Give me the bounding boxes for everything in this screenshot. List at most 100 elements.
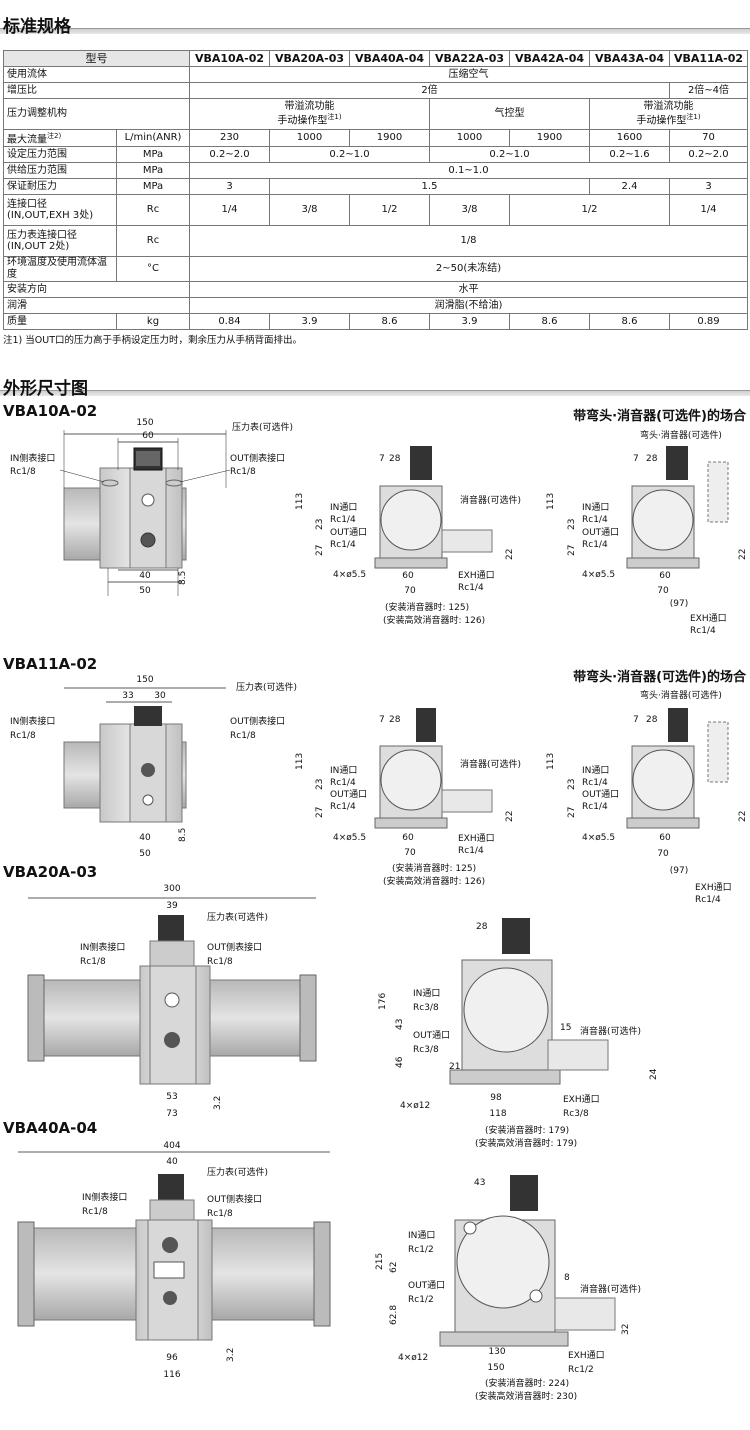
in-gauge-rc: Rc1/8 [10,467,36,477]
with-silencer: (安装消音器时: 125) [385,601,469,613]
v11-side-113: 113 [295,753,305,770]
row-temp: 环境温度及使用流体温度 °C 2~50(未冻结) [3,256,748,283]
out-port: OUT通口 [330,527,367,538]
spec-header-row: 型号 VBA10A-02 VBA20A-03 VBA40A-04 VBA22A-… [3,50,748,67]
with-hi-silencer: (安装高效消音器时: 126) [383,614,485,626]
port-2: 3/8 [269,194,350,227]
out-gauge-label: OUT侧表接口 [230,452,285,464]
v11-dim-150: 150 [136,675,153,685]
unit-temp: °C [116,256,190,283]
vba11-option-view: 7 28 113 23 27 22 60 70 (97) 4×ø5.5 IN通口… [546,689,748,905]
dim-7: 7 [379,454,385,464]
v11-side-22: 22 [505,811,515,822]
v11-side-27: 27 [315,807,325,818]
opt-exh: EXH通口 [690,613,727,624]
v20-out-port: OUT通口 [413,1030,450,1041]
exh-port: EXH通口 [458,570,495,581]
v40-out-gauge: OUT侧表接口 [207,1193,262,1205]
v40-side-32: 32 [621,1324,631,1335]
v11-dim-50: 50 [139,849,151,859]
opt-dim-23: 23 [567,519,577,530]
v40-in-gauge: IN侧表接口 [82,1191,127,1203]
v11-opt-exh-rc: Rc1/4 [695,895,721,905]
section-divider-2 [0,390,750,396]
v20-out-gauge: OUT侧表接口 [207,941,262,953]
maxflow-sup: 注2) [47,132,62,140]
out-rc: Rc1/4 [330,540,356,550]
row-mechanism: 压力调整机构 带溢流功能 手动操作型注1) 气控型 带溢流功能 手动操作型注1) [3,98,748,130]
holes: 4×ø5.5 [333,570,366,580]
v11-dim-8.5: 8.5 [178,828,188,842]
v11-dim-40: 40 [139,833,151,843]
v11-opt-28: 28 [646,715,658,725]
v11-opt-out: OUT通口 [582,789,619,800]
dim-150: 150 [136,418,153,428]
row-mount: 安装方向 水平 [3,281,748,299]
v11-opt-22: 22 [738,811,748,822]
dim-8.5: 8.5 [178,571,188,585]
option-title-2: 带弯头·消音器(可选件)的场合 [573,670,746,685]
v11-opt-in-rc: Rc1/4 [582,778,608,788]
v11-opt-27: 27 [567,807,577,818]
v11-in-gauge: IN侧表接口 [10,715,55,727]
v20-side-15: 15 [560,1023,571,1033]
in-port: IN通口 [330,502,357,513]
v11-opt-70: 70 [657,849,669,859]
header-model: 型号 [3,50,190,67]
dim-27: 27 [315,545,325,556]
v20-in-rc: Rc1/8 [80,957,106,967]
v40-silencer: 消音器(可选件) [580,1283,641,1295]
v20-silencer: 消音器(可选件) [580,1025,641,1037]
v40-in-rc: Rc1/2 [408,1245,434,1255]
v40-out-rc: Rc1/8 [207,1209,233,1219]
row-gaugeport: 压力表连接口径(IN,OUT 2处) Rc 1/8 [3,225,748,258]
mech-text-1: 带溢流功能 手动操作型 [277,101,335,127]
row-fluid: 使用流体 压缩空气 [3,66,748,83]
dim-70: 70 [404,586,416,596]
v20-dim-3.2: 3.2 [213,1096,223,1110]
v20-in-port: IN通口 [413,988,440,999]
value-mechanism-3: 带溢流功能 手动操作型注1) [589,98,748,130]
header-vba11: VBA11A-02 [669,50,748,67]
v11-opt-exh: EXH通口 [695,882,732,893]
v20-side-46: 46 [395,1056,405,1068]
v40-exh-rc: Rc1/2 [568,1365,594,1375]
v11-opt-out-rc: Rc1/4 [582,802,608,812]
gauge-label: 压力表(可选件) [232,421,293,433]
v20-gauge: 压力表(可选件) [207,911,268,923]
opt-holes: 4×ø5.5 [582,570,615,580]
v20-holes: 4×ø12 [400,1101,430,1111]
header-vba40: VBA40A-04 [349,50,430,67]
label-gaugeport: 压力表连接口径(IN,OUT 2处) [3,225,117,258]
v20-side-24: 24 [649,1068,659,1080]
v40-s1: (安装消音器时: 224) [485,1377,569,1389]
label-mechanism: 压力调整机构 [3,98,190,130]
v40-side-130: 130 [488,1347,505,1357]
port-label-1: 连接口径 [7,199,47,211]
opt-dim-28: 28 [646,454,658,464]
value-gaugeport: 1/8 [189,225,748,258]
in-gauge-label: IN侧表接口 [10,452,55,464]
mech-text-3: 带溢流功能 手动操作型 [636,101,694,127]
v11-gauge: 压力表(可选件) [236,681,297,693]
v11-exh: EXH通口 [458,833,495,844]
opt-dim-22: 22 [738,549,748,560]
opt-dim-113: 113 [546,493,556,510]
mass-3: 8.6 [349,313,430,331]
vba10-front-view: 150 60 40 50 8.5 IN侧表接口 Rc1/8 压力表(可选件) O… [10,418,293,596]
header-vba22: VBA22A-03 [429,50,510,67]
spec-note: 注1) 当OUT口的压力高于手柄设定压力时，剩余压力从手柄背面排出。 [3,335,303,346]
option-title-1: 带弯头·消音器(可选件)的场合 [573,409,746,424]
v11-dim-30: 30 [154,691,166,701]
port-label-2: (IN,OUT,EXH 3处) [7,210,94,222]
opt-exh-rc: Rc1/4 [690,626,716,636]
model-title-vba20: VBA20A-03 [3,863,98,881]
exh-rc: Rc1/4 [458,583,484,593]
v40-exh: EXH通口 [568,1350,605,1361]
v11-out-gauge: OUT侧表接口 [230,715,285,727]
model-title-vba10: VBA10A-02 [3,402,98,420]
dim-40: 40 [139,571,151,581]
v11-dim-33: 33 [122,691,133,701]
v20-in-gauge: IN侧表接口 [80,941,125,953]
unit-port: Rc [116,194,190,227]
